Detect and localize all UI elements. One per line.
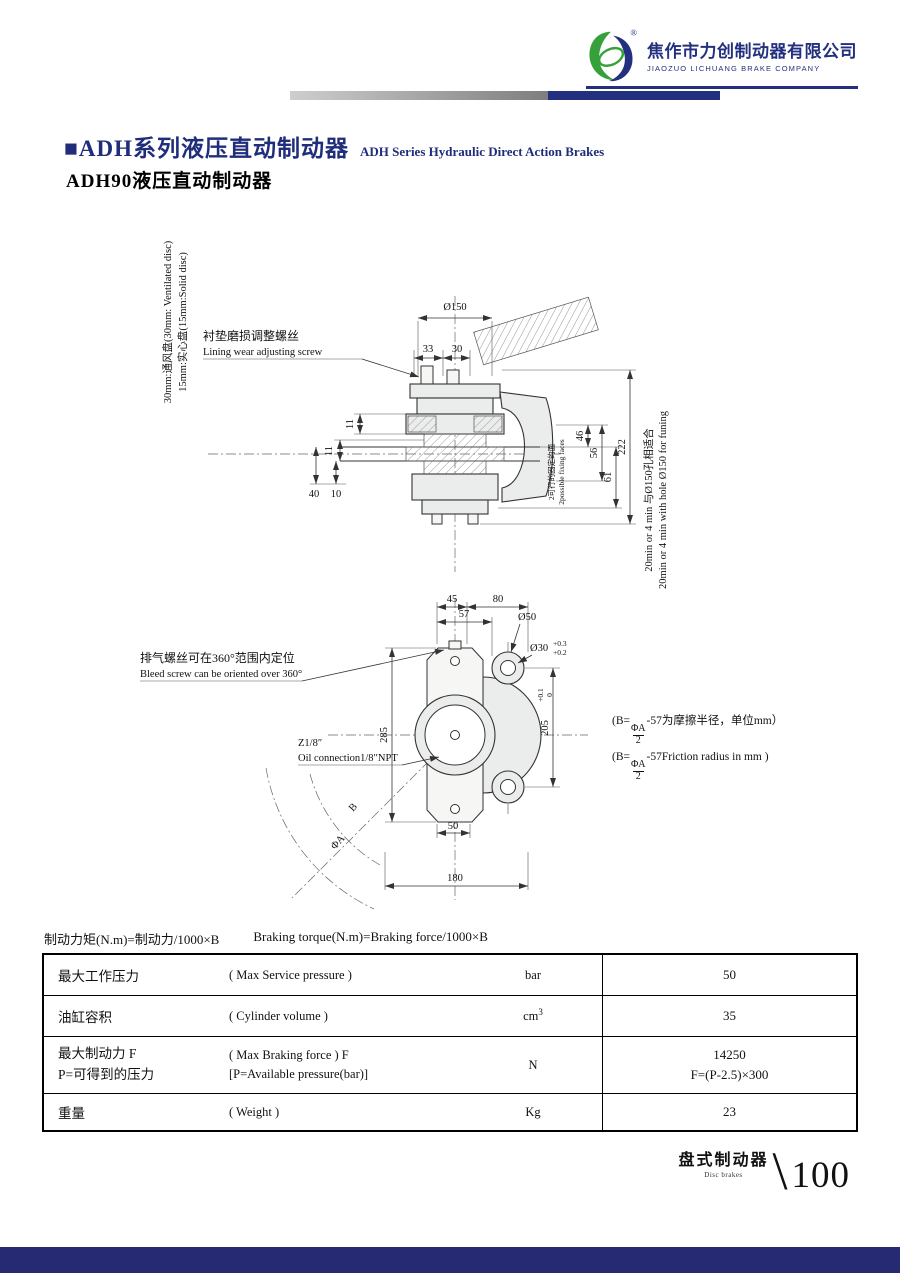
hole-fit-note-cn: 20min or 4 min 与Ø150孔相适合 xyxy=(642,428,655,572)
header-rule xyxy=(586,86,858,89)
dim-label-57: 57 xyxy=(459,609,470,620)
braking-torque-formula: 制动力矩(N.m)=制动力/1000×B Braking torque(N.m)… xyxy=(44,929,488,948)
footer-label-en: Disc brakes xyxy=(704,1171,743,1179)
dim-label-11a: 11 xyxy=(345,419,356,429)
bottom-navy-bar xyxy=(0,1247,900,1273)
row-label-cn: 重量 xyxy=(58,1106,85,1121)
dim-label-phi150: Ø150 xyxy=(443,302,466,313)
row-label-en: ( Max Service pressure ) xyxy=(229,967,352,982)
section-title-en: ADH Series Hydraulic Direct Action Brake… xyxy=(360,144,605,159)
dim-label-285: 285 xyxy=(379,727,390,743)
company-name-en: JIAOZUO LICHUANG BRAKE COMPANY xyxy=(647,64,821,73)
tol-label-205-lo: 0 xyxy=(545,693,554,697)
fixing-faces-note-cn: 2可行的固定的面 xyxy=(546,443,556,500)
page-number: 100 xyxy=(791,1154,850,1196)
footer-labels: 盘式制动器 Disc brakes xyxy=(678,1146,768,1179)
table-row: 油缸容积 ( Cylinder volume ) cm3 35 xyxy=(44,995,856,1036)
row-label-en: ( Weight ) xyxy=(229,1104,280,1119)
company-name: 焦作市力创制动器有限公司 xyxy=(647,42,857,61)
dim-label-40: 40 xyxy=(309,489,320,500)
wear-screw-label-en: Lining wear adjusting screw xyxy=(203,347,323,358)
footer-label-cn: 盘式制动器 xyxy=(678,1152,769,1169)
oil-connection-label-en: Oil connection1/8″NPT xyxy=(298,753,398,764)
dim-label-30: 30 xyxy=(452,344,463,355)
table-row: 最大工作压力 ( Max Service pressure ) bar 50 xyxy=(44,955,856,995)
row-label-cn: 油缸容积 xyxy=(58,1010,112,1025)
disc-type-note-line2: 15mm:实心盘(15mm:Solid disc) xyxy=(176,252,189,392)
footer-slash: \ xyxy=(772,1140,788,1201)
row-value: 23 xyxy=(602,1094,856,1130)
drawing-svg: Ø150 33 30 11 11 40 xyxy=(140,240,669,910)
wear-screw-label-cn: 衬垫磨损调整螺丝 xyxy=(203,328,299,343)
arc-label-phia: ΦA xyxy=(329,833,348,852)
header: ® 焦作市力创制动器有限公司 JIAOZUO LICHUANG BRAKE CO… xyxy=(582,26,858,84)
formula-en: Braking torque(N.m)=Braking force/1000×B xyxy=(253,929,488,944)
row-label-cn: 最大工作压力 xyxy=(58,969,139,984)
table-row: 重量 ( Weight ) Kg 23 xyxy=(44,1093,856,1130)
section-title-cn: ■ADH系列液压直动制动器 xyxy=(64,136,350,161)
page-footer: 盘式制动器 Disc brakes \ 100 xyxy=(678,1140,850,1201)
tol-label-phi30-lo: +0.2 xyxy=(553,648,567,657)
row-label-en: ( Cylinder volume ) xyxy=(229,1008,328,1023)
row-value: 50 xyxy=(602,955,856,995)
gradient-navy-segment xyxy=(548,91,720,100)
formula-cn: 制动力矩(N.m)=制动力/1000×B xyxy=(44,932,220,947)
row-unit: N xyxy=(528,1058,538,1073)
front-view: 45 80 57 Ø50 Ø30 +0.3 +0.2 285 205 xyxy=(140,594,588,910)
header-gradient-bar xyxy=(290,91,720,100)
row-unit: Kg xyxy=(525,1105,541,1120)
disc-type-note-line1: 30mm:通风盘(30mm: Ventilated disc) xyxy=(161,240,174,403)
dim-label-61: 61 xyxy=(603,472,614,483)
tol-label-phi30-hi: +0.3 xyxy=(553,639,567,648)
gradient-gray-segment xyxy=(290,91,548,100)
registered-mark: ® xyxy=(630,28,637,38)
model-title: ADH90液压直动制动器 xyxy=(66,171,273,192)
row-value: 35 xyxy=(602,996,856,1036)
dim-label-10: 10 xyxy=(331,489,342,500)
section-title: ■ADH系列液压直动制动器 ADH Series Hydraulic Direc… xyxy=(64,129,604,163)
dim-label-phi50: Ø50 xyxy=(518,612,536,623)
arc-label-b: B xyxy=(347,801,360,814)
dim-label-46: 46 xyxy=(575,431,586,442)
company-name-block: 焦作市力创制动器有限公司 JIAOZUO LICHUANG BRAKE COMP… xyxy=(647,37,857,73)
dim-label-33: 33 xyxy=(423,344,434,355)
dim-label-180: 180 xyxy=(447,873,463,884)
fixing-faces-note-en: 2possible fixing faces xyxy=(557,439,566,504)
technical-drawing: Ø150 33 30 11 11 40 xyxy=(40,200,860,928)
side-section-view: Ø150 33 30 11 11 40 xyxy=(161,240,669,589)
bleed-screw-label-en: Bleed screw can be oriented over 360° xyxy=(140,669,302,680)
dim-label-phi30: Ø30 xyxy=(530,643,548,654)
dim-label-222: 222 xyxy=(617,439,628,455)
hole-fit-note-en: 20min or 4 min with hole Ø150 for funing xyxy=(658,410,669,589)
bleed-screw-label-cn: 排气螺丝可在360°范围内定位 xyxy=(140,650,295,665)
spec-table: 最大工作压力 ( Max Service pressure ) bar 50 油… xyxy=(42,953,858,1132)
dim-label-50: 50 xyxy=(448,821,459,832)
tol-label-205-hi: +0.1 xyxy=(536,688,545,702)
dim-label-45: 45 xyxy=(447,594,458,605)
dim-label-205: 205 xyxy=(540,720,551,736)
oil-connection-label-cn: Z1/8″ xyxy=(298,738,322,749)
row-label-en: ( Max Braking force ) F[P=Available pres… xyxy=(229,1047,369,1081)
brand-logo-icon: ® xyxy=(589,28,637,82)
dim-label-80: 80 xyxy=(493,594,504,605)
row-unit: cm3 xyxy=(523,1007,543,1024)
row-unit: bar xyxy=(525,968,541,983)
dim-label-56: 56 xyxy=(589,448,600,459)
dim-label-11b: 11 xyxy=(324,446,335,456)
